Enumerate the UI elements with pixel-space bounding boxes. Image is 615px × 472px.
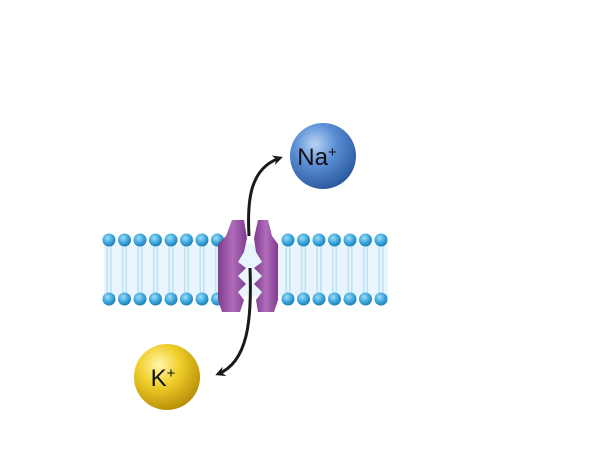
phospholipid-head (195, 233, 209, 247)
phospholipid-head (343, 292, 357, 306)
svg-text:K+: K+ (151, 365, 176, 392)
sodium-ion: Na+ (290, 123, 356, 189)
phospholipid-head (149, 292, 162, 306)
sodium-symbol: Na (297, 144, 328, 171)
phospholipid-head (297, 292, 310, 306)
phospholipid-head (164, 292, 178, 306)
membrane-interior (104, 244, 388, 296)
phospholipid-head (102, 233, 116, 247)
phospholipid-head (312, 292, 326, 306)
potassium-symbol: K (151, 365, 167, 392)
phospholipid-head (118, 292, 131, 306)
phospholipid-heads (102, 233, 388, 306)
phospholipid-head (102, 292, 116, 306)
svg-text:Na+: Na+ (297, 144, 337, 171)
phospholipid-head (164, 233, 178, 247)
phospholipid-head (374, 233, 388, 247)
sodium-efflux-arrow (247, 155, 283, 237)
phospholipid-head (328, 233, 341, 247)
phospholipid-head (133, 233, 147, 247)
phospholipid-head (312, 233, 326, 247)
phospholipid-head (195, 292, 209, 306)
phospholipid-head (118, 233, 131, 247)
phospholipid-head (359, 292, 372, 306)
phospholipid-head (180, 292, 193, 306)
sodium-charge: + (328, 144, 337, 161)
phospholipid-head (297, 233, 310, 247)
phospholipid-head (133, 292, 147, 306)
potassium-influx-arrow (215, 267, 252, 377)
phospholipid-head (359, 233, 372, 247)
potassium-charge: + (167, 365, 176, 382)
transport-arrows (215, 155, 283, 377)
phospholipid-head (149, 233, 162, 247)
potassium-ion: K+ (134, 344, 200, 410)
phospholipid-head (374, 292, 388, 306)
phospholipid-head (180, 233, 193, 247)
phospholipid-head (328, 292, 341, 306)
phospholipid-head (343, 233, 357, 247)
lipid-bilayer (102, 233, 388, 306)
phospholipid-head (281, 292, 295, 306)
channel-right-subunit (254, 220, 278, 312)
channel-protein (218, 220, 278, 312)
lipid-tails (106, 246, 384, 293)
phospholipid-head (281, 233, 295, 247)
channel-left-subunit (218, 220, 247, 312)
